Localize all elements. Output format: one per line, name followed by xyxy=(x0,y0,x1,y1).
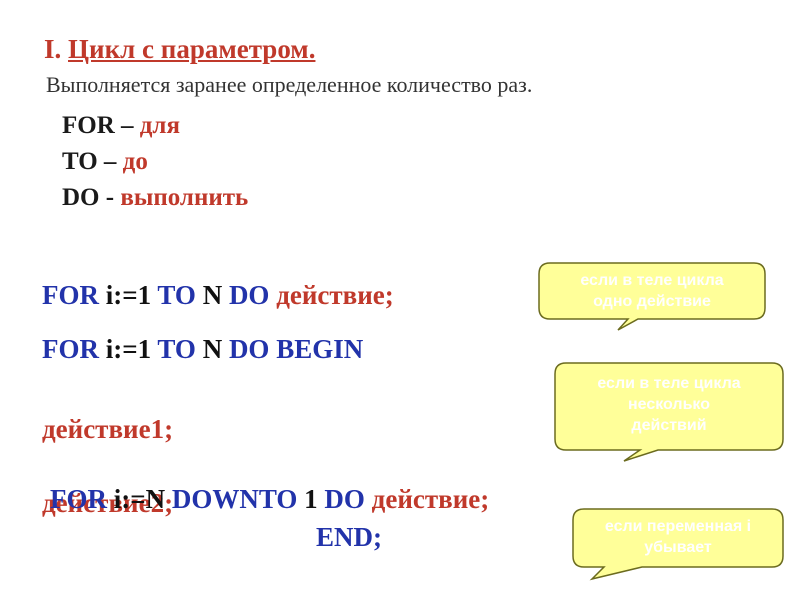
keyword-en: DO xyxy=(62,184,100,211)
slide-subtitle: Выполняется заранее определенное количес… xyxy=(46,72,533,97)
keyword-sep: – xyxy=(121,112,134,139)
keyword-sep: – xyxy=(103,148,117,175)
code-var: i:=1 xyxy=(105,280,152,310)
callout-decreasing-variable: если переменная i убывает xyxy=(572,508,784,581)
callout-shape xyxy=(572,508,784,581)
callout-text: если в теле цикла одно действие xyxy=(538,270,766,312)
code-do: DO xyxy=(228,280,270,310)
code-n: N xyxy=(202,280,223,310)
keyword-en: FOR xyxy=(62,112,115,139)
callout-shape xyxy=(554,362,784,462)
code-n: N xyxy=(202,334,223,364)
keyword-sep: - xyxy=(105,184,115,211)
keyword-ru: выполнить xyxy=(120,184,249,211)
keyword-to: TO – до xyxy=(62,148,148,176)
code-action: действие; xyxy=(276,280,394,310)
title-number: I. xyxy=(44,34,62,64)
keyword-for: FOR – для xyxy=(62,112,180,140)
title-text: Цикл с параметром. xyxy=(68,34,316,64)
code-for: FOR xyxy=(50,484,107,514)
callout-multiple-actions: если в теле цикла несколько действий xyxy=(554,362,784,462)
callout-one-action: если в теле цикла одно действие xyxy=(538,262,766,332)
keyword-ru: для xyxy=(139,112,180,139)
callout-text: если переменная i убывает xyxy=(572,516,784,558)
callout-line: несколько xyxy=(628,396,710,413)
code-do: DO xyxy=(324,484,365,514)
code-to: TO xyxy=(157,334,196,364)
code-for: FOR xyxy=(42,334,99,364)
code-line-6: END; xyxy=(316,522,382,552)
code-var: i:=1 xyxy=(105,334,152,364)
callout-line: если в теле цикла xyxy=(580,272,724,289)
code-line-5: FOR i:=N DOWNTO 1 DO действие; xyxy=(50,484,489,515)
callout-line: одно действие xyxy=(593,293,711,310)
callout-line: действий xyxy=(631,417,707,434)
slide-title: I. Цикл с параметром. xyxy=(44,34,315,65)
code-var: i:=N xyxy=(113,484,166,514)
callout-line: убывает xyxy=(644,539,712,556)
keyword-en: TO xyxy=(62,148,98,175)
code-line-1: FOR i:=1 TO N DO действие; xyxy=(42,280,394,311)
callout-shape xyxy=(538,262,766,331)
code-line-2: FOR i:=1 TO N DO BEGIN xyxy=(42,334,363,365)
code-do: DO xyxy=(228,334,270,364)
callout-text: если в теле цикла несколько действий xyxy=(554,373,784,436)
keyword-do: DO - выполнить xyxy=(62,184,248,212)
callout-line: если переменная i xyxy=(604,518,752,535)
code-line-4: действие2; xyxy=(42,488,174,518)
code-action: действие; xyxy=(371,484,490,514)
code-downto: DOWNTO xyxy=(171,484,298,514)
code-one: 1 xyxy=(304,484,318,514)
code-to: TO xyxy=(157,280,196,310)
callout-line: если в теле цикла xyxy=(597,375,741,392)
keyword-ru: до xyxy=(122,148,148,175)
code-for: FOR xyxy=(42,280,99,310)
code-begin: BEGIN xyxy=(276,334,364,364)
code-line-3: действие1; xyxy=(42,414,174,444)
